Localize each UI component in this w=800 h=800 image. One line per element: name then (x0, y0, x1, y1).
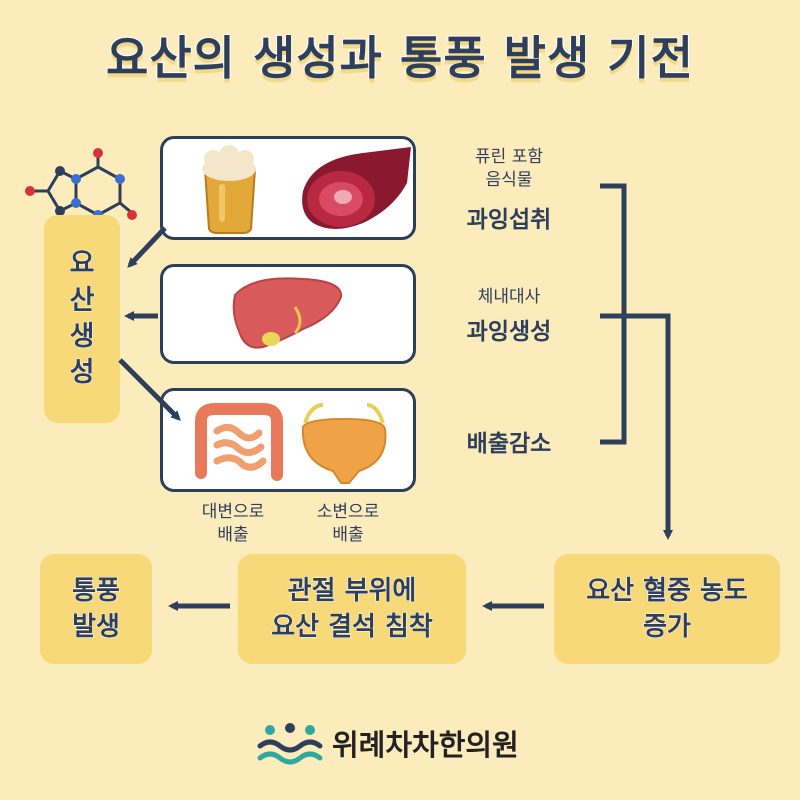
beer-icon (202, 145, 257, 234)
cause-2-small: 체내대사 (477, 287, 541, 307)
blood-uric-acid-label: 요산 혈중 농도 증가 (586, 575, 749, 642)
arrow-production-to-excretion (118, 358, 181, 421)
intestine-icon (195, 403, 283, 481)
clinic-logo-text: 위례차차한의원 (332, 728, 519, 762)
uric-acid-production-box: 요 산 생 성 (44, 215, 120, 423)
blood-uric-acid-box: 요산 혈중 농도 증가 (554, 554, 780, 664)
cause-1-bold: 과잉섭취 (466, 207, 552, 233)
cause-3-bold: 배출감소 (466, 431, 552, 457)
liver-panel (160, 264, 416, 364)
feces-excretion-label: 대변으로 배출 (201, 502, 265, 545)
page-title-text: 요산의 생성과 통풍 발생 기전 (105, 30, 694, 86)
clinic-logo: 위례차차한의원 (256, 718, 556, 768)
meat-icon (302, 147, 411, 229)
liver-illustration (232, 277, 343, 349)
joint-deposit-box: 관절 부위에 요산 결석 침착 (238, 554, 466, 664)
cause-1-small: 퓨린 포함 음식물 (475, 147, 543, 190)
excretion-panel (160, 388, 416, 492)
molecule-icon (25, 148, 137, 220)
urine-excretion-label: 소변으로 배출 (316, 502, 380, 545)
people-wave-logo-icon (257, 723, 323, 765)
uric-acid-production-label: 요 산 생 성 (69, 248, 95, 389)
gout-onset-box: 통풍 발생 (40, 554, 152, 664)
bladder-icon (301, 403, 387, 484)
food-panel (160, 136, 416, 240)
cause-2-bold: 과잉생성 (466, 319, 552, 345)
joint-deposit-label: 관절 부위에 요산 결석 침착 (271, 575, 434, 642)
page-title: 요산의 생성과 통풍 발생 기전 (0, 22, 800, 88)
arrow-to-blood-level (624, 313, 673, 540)
gout-onset-label: 통풍 발생 (72, 575, 121, 642)
arrow-food-to-production (127, 226, 167, 268)
beer-meat-illustration (202, 145, 411, 234)
intestine-bladder-illustration (195, 403, 387, 484)
